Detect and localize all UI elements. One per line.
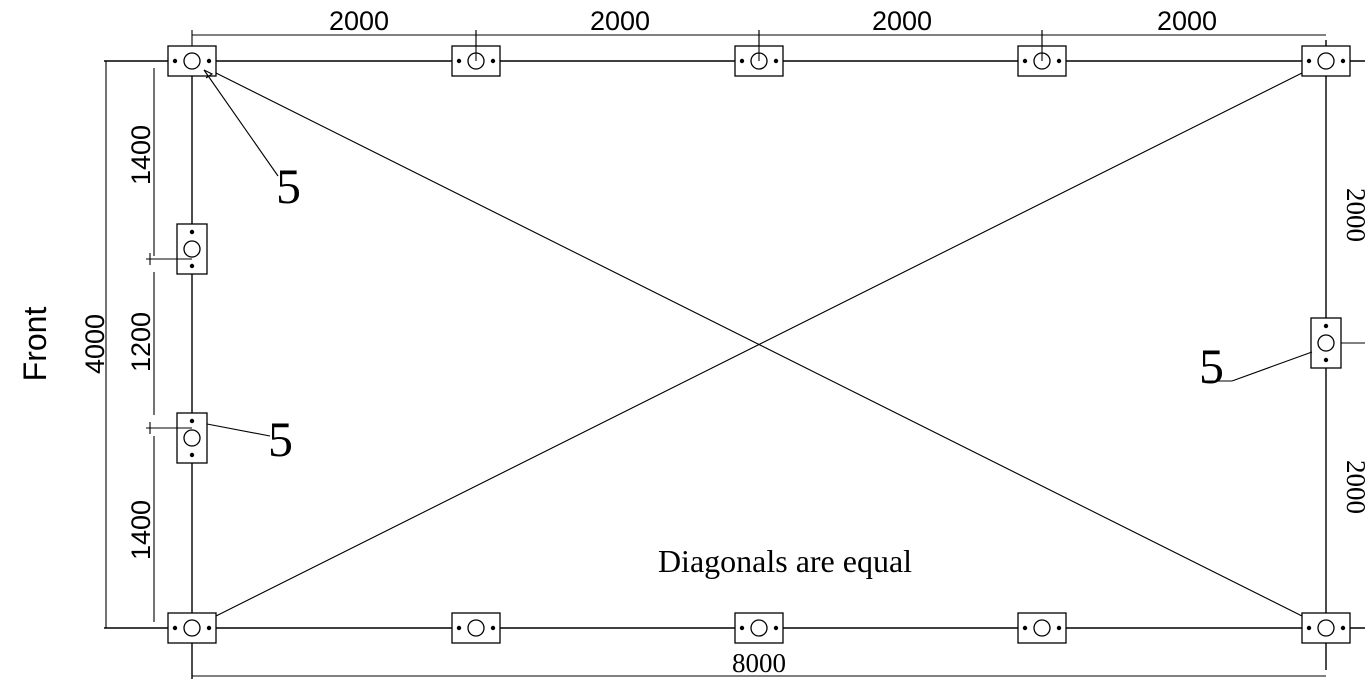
top-dimension-label: 2000	[329, 6, 389, 36]
anchor-plate	[167, 612, 217, 644]
right-dimension-label: 2000	[1341, 188, 1365, 242]
anchor-plate	[451, 612, 501, 644]
anchor-plate	[1301, 45, 1351, 77]
top-dimension-label: 2000	[872, 6, 932, 36]
note-label: Diagonals are equal	[658, 543, 912, 579]
top-dimension-label: 2000	[1157, 6, 1217, 36]
diagonal-line-2	[191, 60, 1327, 629]
callout-leader	[203, 69, 279, 177]
anchor-plate	[167, 45, 217, 77]
anchor-plate	[1301, 612, 1351, 644]
left-overall-dimension-label: 4000	[80, 314, 110, 374]
callout-label: 5	[1199, 338, 1224, 394]
callout-label: 5	[268, 411, 293, 467]
callout-leader	[206, 423, 271, 437]
top-dimension-label: 2000	[590, 6, 650, 36]
right-dimension-label: 2000	[1341, 460, 1365, 514]
left-dimension-label: 1400	[126, 500, 156, 560]
anchor-plate	[1310, 317, 1342, 369]
anchor-plate	[734, 612, 784, 644]
anchor-plate	[176, 412, 208, 464]
anchor-plate	[1017, 612, 1067, 644]
bottom-dimension-label: 8000	[732, 648, 786, 678]
callout-arrow	[203, 69, 214, 79]
callout-leader	[1231, 351, 1313, 382]
side-label: Front	[17, 307, 53, 382]
callout-label: 5	[276, 158, 301, 214]
anchor-plate	[176, 223, 208, 275]
left-dimension-label: 1200	[126, 312, 156, 372]
left-dimension-label: 1400	[126, 125, 156, 185]
